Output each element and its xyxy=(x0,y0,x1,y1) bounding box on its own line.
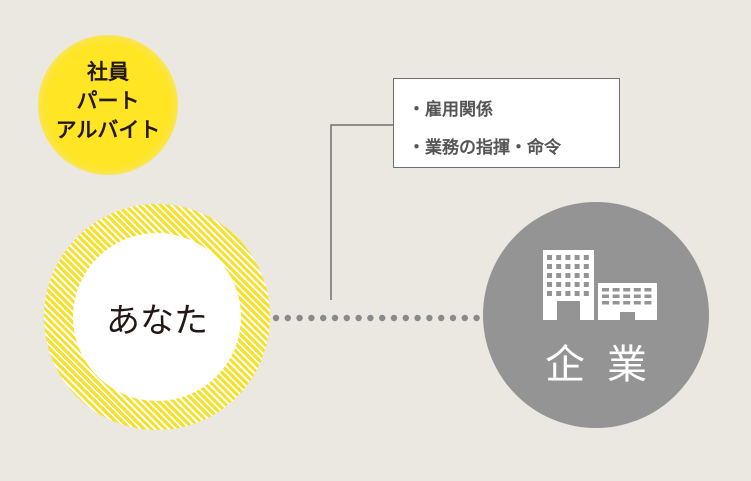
window xyxy=(574,264,580,269)
window xyxy=(602,301,609,305)
you-circle: あなた xyxy=(73,233,241,401)
window xyxy=(612,301,620,305)
window xyxy=(574,255,580,260)
relationship-box: ・雇用関係 ・業務の指揮・命令 xyxy=(393,78,620,168)
connector-dot xyxy=(426,314,433,322)
dotted-connector xyxy=(272,314,480,322)
window xyxy=(547,255,552,260)
connector-dot xyxy=(343,314,350,322)
connector-dot xyxy=(402,314,409,322)
window xyxy=(565,291,571,296)
company-circle xyxy=(483,202,709,428)
connector-dot xyxy=(367,314,374,322)
connector-dot xyxy=(355,314,362,322)
connector-dot xyxy=(272,314,280,322)
connector-dot xyxy=(438,314,445,322)
window xyxy=(547,291,552,296)
window xyxy=(547,273,552,278)
window xyxy=(602,294,609,298)
window xyxy=(633,288,641,292)
connector-dot xyxy=(449,314,457,322)
connector-dot xyxy=(390,314,398,322)
window xyxy=(633,294,641,298)
window xyxy=(565,255,571,260)
label-employee: 社員 xyxy=(87,60,129,84)
label-part-time: パート xyxy=(76,89,140,113)
connector-dot xyxy=(379,314,386,322)
building-icon xyxy=(543,250,657,320)
connector-dot xyxy=(414,314,421,322)
window xyxy=(612,288,620,292)
window xyxy=(556,273,562,278)
window xyxy=(602,288,609,292)
connector-dot xyxy=(320,314,327,322)
you-label: あなた xyxy=(106,300,208,341)
connector-dot xyxy=(473,314,480,322)
window xyxy=(565,264,571,269)
window xyxy=(583,273,589,278)
window xyxy=(547,264,552,269)
window xyxy=(574,282,580,287)
connector-dot xyxy=(284,314,291,322)
window xyxy=(556,282,562,287)
employment-type-highlight xyxy=(38,35,178,175)
window xyxy=(644,294,652,298)
window xyxy=(565,282,571,287)
window xyxy=(644,301,652,305)
item-work-direction: ・業務の指揮・命令 xyxy=(408,138,561,158)
window xyxy=(633,301,641,305)
window xyxy=(556,255,562,260)
company-label: 企業 xyxy=(545,342,669,388)
connector-dot xyxy=(331,314,339,322)
window xyxy=(547,282,552,287)
window xyxy=(644,288,652,292)
window xyxy=(583,264,589,269)
window xyxy=(574,291,580,296)
window xyxy=(623,288,631,292)
callout-line xyxy=(330,124,393,300)
window xyxy=(583,282,589,287)
window xyxy=(623,301,631,305)
connector-dot xyxy=(308,314,315,322)
window xyxy=(623,294,631,298)
window xyxy=(556,291,562,296)
window xyxy=(565,273,571,278)
connector-dot xyxy=(296,314,303,322)
item-employment-relationship: ・雇用関係 xyxy=(408,100,493,120)
window xyxy=(612,294,620,298)
window xyxy=(556,264,562,269)
window xyxy=(574,273,580,278)
connector-dot xyxy=(461,314,468,322)
employment-type-label: 社員 パート アルバイト xyxy=(38,58,178,145)
label-arbeit: アルバイト xyxy=(55,118,161,142)
window xyxy=(583,255,589,260)
window xyxy=(583,291,589,296)
